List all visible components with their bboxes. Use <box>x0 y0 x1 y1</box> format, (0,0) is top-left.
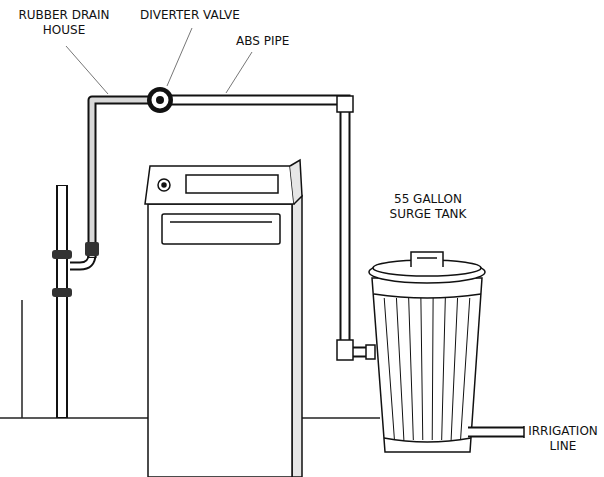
leader-line <box>167 28 192 86</box>
pipe-elbow <box>337 96 353 112</box>
washer-body <box>148 204 292 477</box>
tank-rib <box>451 298 457 440</box>
irrigation-pipe-body <box>468 429 524 436</box>
lid-handle <box>411 252 443 267</box>
part-label: RUBBER DRAIN HOUSE <box>6 8 122 38</box>
tank-rib <box>442 298 446 440</box>
diverter-valve <box>147 87 173 113</box>
washer-side <box>292 196 302 477</box>
control-knob <box>158 179 170 191</box>
washing-machine <box>145 160 302 477</box>
pipe-coupling <box>52 250 72 259</box>
floor-line <box>292 417 380 419</box>
tank-band <box>384 438 471 442</box>
washer-lid <box>162 214 280 244</box>
tank-rib <box>396 298 403 440</box>
irrigation-pipe <box>468 426 524 438</box>
tank-rib <box>421 298 423 440</box>
surge-tank <box>369 252 485 452</box>
tank-body <box>372 278 482 452</box>
tank-rib <box>461 298 470 440</box>
part-label: IRRIGATION LINE <box>526 424 600 454</box>
pipe-end <box>523 426 525 438</box>
part-label: 55 GALLON SURGE TANK <box>376 192 480 222</box>
tank-ribs <box>384 298 470 440</box>
leader-line <box>226 52 252 93</box>
drain-hose <box>85 100 150 258</box>
tank-rib <box>409 298 414 440</box>
control-panel <box>145 166 294 204</box>
tank-band <box>374 294 481 298</box>
pipe-elbow <box>337 340 353 360</box>
panel-side <box>290 160 302 204</box>
wall-corner <box>21 300 23 418</box>
standpipe-outline <box>56 185 68 418</box>
tank-rib <box>432 298 434 440</box>
hose-body <box>92 100 150 257</box>
leader-lines <box>66 28 252 94</box>
display-window <box>186 175 278 193</box>
lid-handle-grip <box>417 257 437 259</box>
valve-hub <box>156 96 164 104</box>
hose-clamp <box>85 242 99 256</box>
hose-outline <box>92 100 150 258</box>
irrigation-pipe-outline <box>468 427 524 438</box>
part-label: DIVERTER VALVE <box>140 8 240 23</box>
lid-edge <box>170 221 272 223</box>
valve-face <box>152 92 169 109</box>
pipe-coupling <box>52 288 72 297</box>
knob-center <box>162 183 166 187</box>
standpipe-body <box>58 186 66 417</box>
standpipe <box>52 185 92 418</box>
tank-rib <box>384 298 394 440</box>
valve-body <box>147 87 173 113</box>
leader-line <box>66 46 108 94</box>
tank-inlet <box>366 345 375 359</box>
part-label: ABS PIPE <box>236 34 289 49</box>
